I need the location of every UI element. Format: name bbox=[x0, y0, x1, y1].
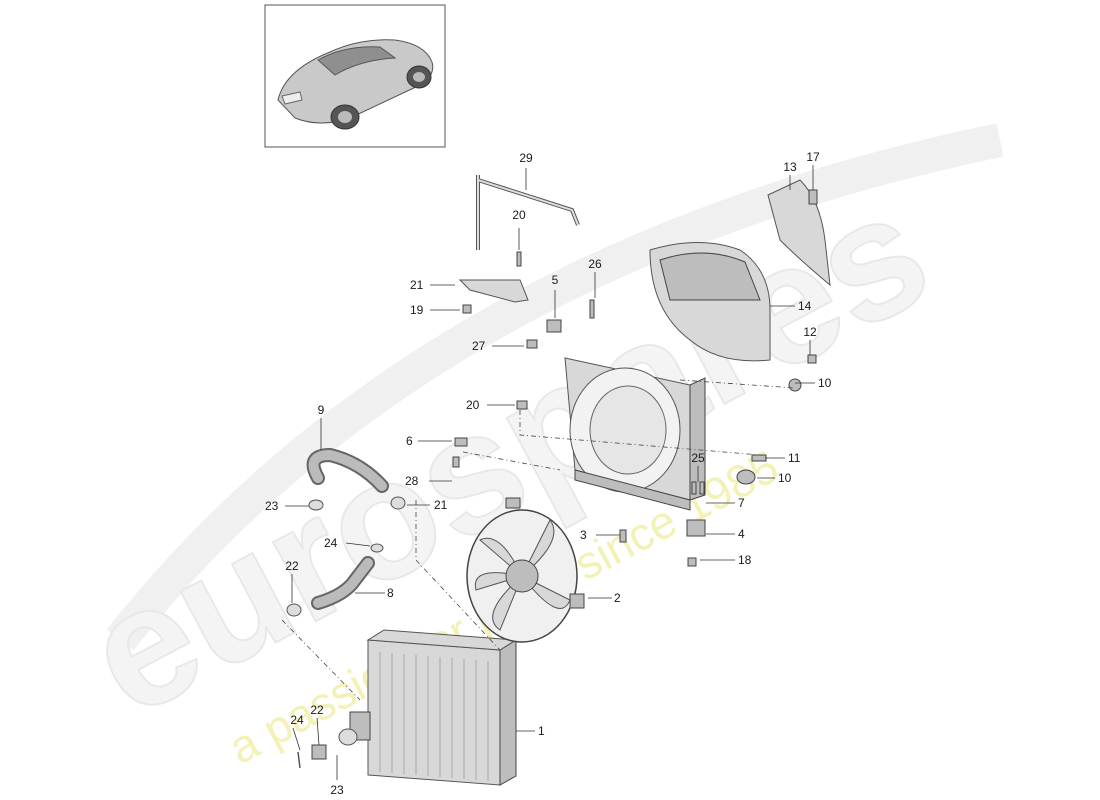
callout-labels: 29 20 21 19 5 26 27 20 6 28 9 23 21 24 2… bbox=[265, 150, 832, 797]
leader-lines bbox=[285, 165, 815, 780]
callout-11: 11 bbox=[788, 451, 801, 465]
radiator bbox=[349, 629, 518, 786]
callout-14b: 18 bbox=[738, 553, 752, 567]
callout-2: 2 bbox=[614, 591, 621, 605]
callout-17: 20 bbox=[512, 208, 526, 222]
callout-3: 3 bbox=[580, 528, 587, 542]
coolant-hose-8 bbox=[311, 556, 375, 610]
callout-29: 25 bbox=[691, 451, 705, 465]
pipe-28 bbox=[476, 175, 580, 250]
callout-7: 7 bbox=[738, 496, 745, 510]
callout-25: 26 bbox=[588, 257, 602, 271]
callout-18: 21 bbox=[410, 278, 424, 292]
assembly-lines bbox=[281, 379, 796, 701]
air-duct bbox=[649, 242, 771, 362]
callout-23: 23 bbox=[330, 783, 344, 797]
callout-22: 22 bbox=[310, 703, 324, 717]
callout-14a: 17 bbox=[806, 150, 820, 164]
callout-19: 14 bbox=[798, 299, 812, 313]
callout-21b: 24 bbox=[324, 536, 338, 550]
callout-9: 9 bbox=[318, 403, 325, 417]
watermark-swoosh bbox=[106, 123, 1004, 651]
car-thumbnail bbox=[264, 4, 446, 148]
callout-4: 4 bbox=[738, 527, 745, 541]
callout-28: 29 bbox=[519, 151, 533, 165]
callout-12: 12 bbox=[803, 325, 817, 339]
callout-6: 6 bbox=[406, 434, 413, 448]
callout-20b: 22 bbox=[285, 559, 299, 573]
coolant-hose-9 bbox=[306, 447, 389, 493]
watermark: eurospares a passion for parts since 198… bbox=[57, 123, 1004, 774]
callout-24-label: 24 bbox=[290, 713, 304, 727]
callout-16: 20 bbox=[466, 398, 480, 412]
cooling-fan bbox=[466, 497, 585, 643]
car-icon bbox=[277, 39, 434, 130]
callout-10b: 10 bbox=[778, 471, 792, 485]
small-parts bbox=[286, 189, 818, 769]
callout-13: 13 bbox=[783, 160, 797, 174]
fan-shroud bbox=[564, 357, 706, 511]
callout-1: 1 bbox=[538, 724, 545, 738]
holder-18 bbox=[458, 279, 529, 303]
callout-26: 27 bbox=[472, 339, 486, 353]
callout-8: 8 bbox=[387, 586, 394, 600]
callout-10a: 10 bbox=[818, 376, 832, 390]
callout-20a: 21 bbox=[434, 498, 448, 512]
callout-27: 28 bbox=[405, 474, 419, 488]
callout-21a: 23 bbox=[265, 499, 279, 513]
callout-15: 19 bbox=[410, 303, 424, 317]
callout-5: 5 bbox=[552, 273, 559, 287]
